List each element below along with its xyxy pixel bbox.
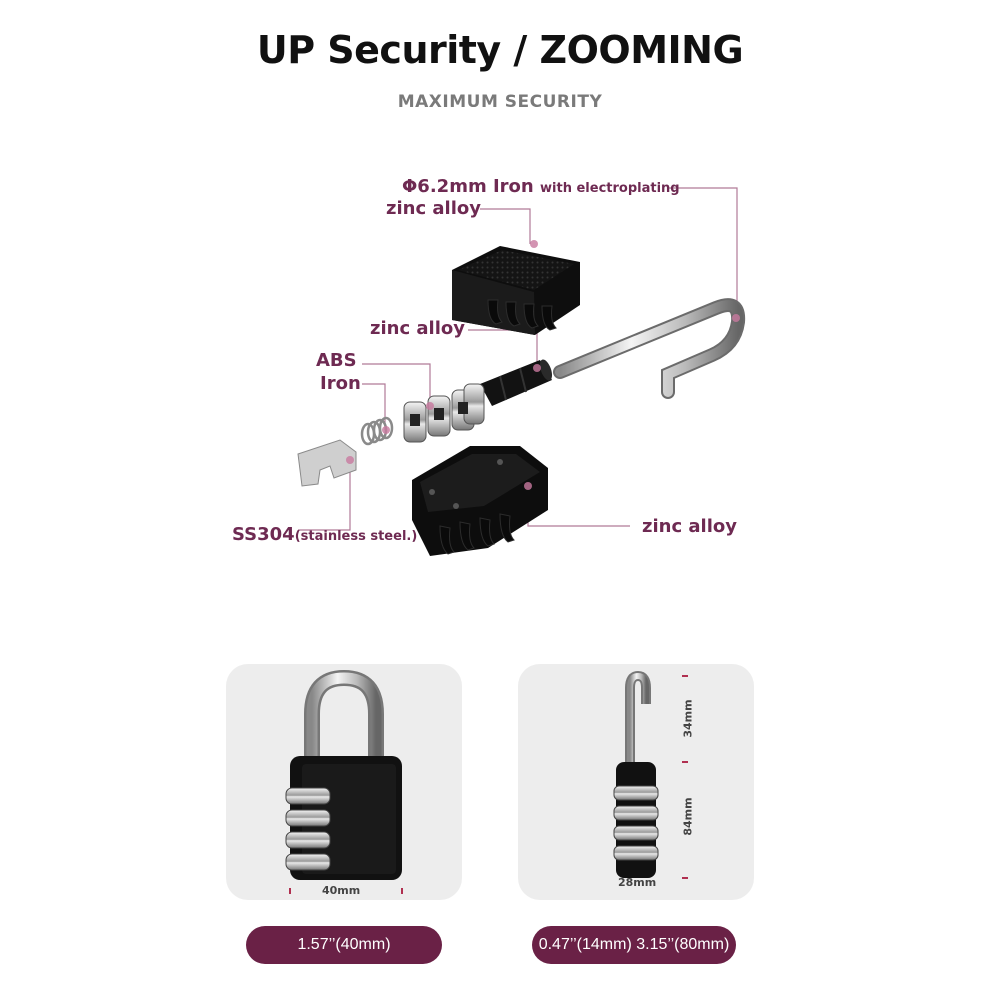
bottom-body-part [412,446,548,556]
left-size-pill: 1.57’’(40mm) [246,926,442,964]
page-subtitle: MAXIMUM SECURITY [397,92,603,112]
top-cover-part [452,240,580,335]
front-view-card: 40mm [226,664,462,900]
callout-plate-note: (stainless steel.) [294,529,418,544]
right-size-pill: 0.47’’(14mm) 3.15’’(80mm) [532,926,736,964]
body-height-label: 84mm [681,797,695,836]
callout-dials: ABS [316,350,357,371]
page-title: UP Security / ZOOMING [256,28,744,72]
shackle-part [553,298,746,399]
dial-wheels [403,383,485,443]
side-view-card: 34mm 84mm 28mm [518,664,754,900]
front-view-padlock-image [285,669,403,894]
steel-plate-part [297,439,357,487]
callout-spring: Iron [320,373,361,394]
callout-shackle: Φ6.2mm Iron with electroplating [402,176,680,197]
callout-plate: SS304(stainless steel.) [232,524,417,545]
callout-shackle-material: Φ6.2mm Iron [402,176,534,197]
spindle-part [480,359,553,406]
callout-top-cover: zinc alloy [386,198,481,219]
side-width-label: 28mm [618,876,657,889]
shackle-height-label: 34mm [681,699,695,738]
callout-spindle: zinc alloy [370,318,465,339]
callout-shackle-finish: with electroplating [540,181,680,196]
exploded-diagram [297,187,746,556]
leader-lines [298,187,738,531]
side-view-padlock-image [613,670,688,879]
callout-bottom-body: zinc alloy [642,516,737,537]
spring-part [360,416,394,446]
callout-plate-material: SS304 [232,524,295,545]
front-width-label: 40mm [322,884,361,897]
